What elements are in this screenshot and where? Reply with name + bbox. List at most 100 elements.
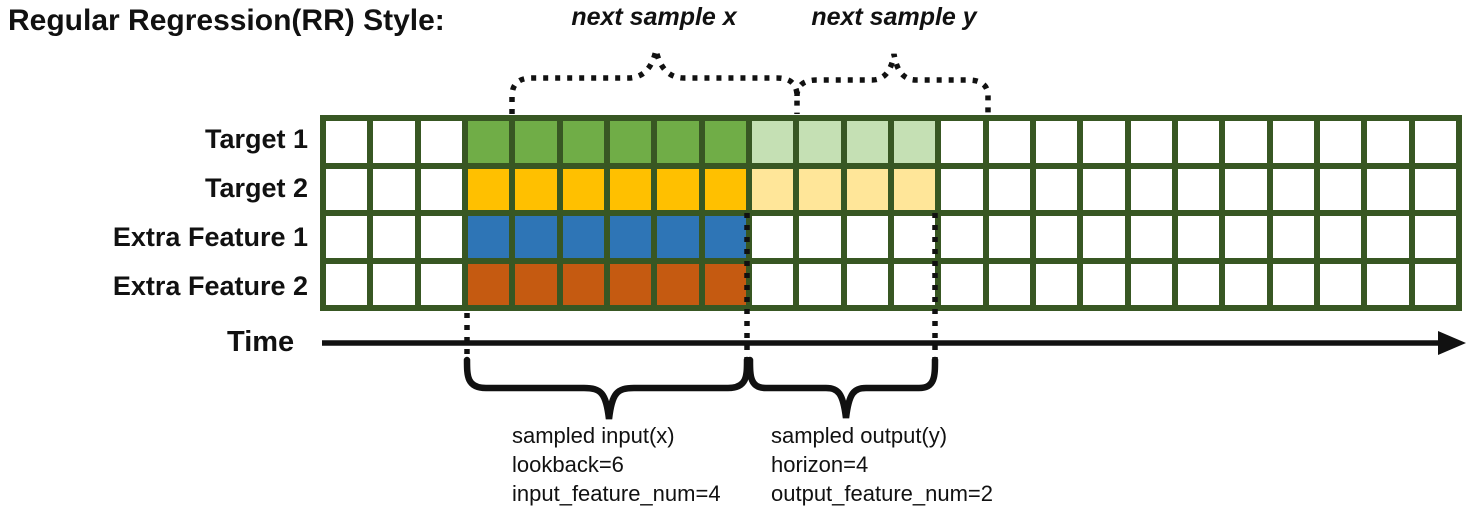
grid-cell [609,263,652,305]
sampled-output-brace [746,356,939,419]
time-label: Time [227,326,295,358]
grid-cell [1367,121,1409,163]
sampled-input-brace [463,356,751,420]
grid-cell [326,216,368,258]
sample-grid [320,115,1462,311]
grid-cell [373,168,415,210]
grid-cell [1035,121,1078,163]
sampled-input-line-2: lookback=6 [512,452,624,477]
grid-cell [799,263,841,305]
grid-cell [751,263,794,305]
grid-cell [373,263,415,305]
grid-cell [799,168,841,210]
grid-cell [515,121,557,163]
grid-cell [1414,168,1456,210]
grid-cell [751,168,794,210]
grid-cell [1272,263,1314,305]
grid-cell [988,263,1030,305]
next-sample-x-brace [509,49,800,114]
sampled-input-text: sampled input(x) lookback=6 input_featur… [512,421,721,508]
grid-cell [1225,121,1267,163]
grid-cell [1272,121,1314,163]
grid-cell [1319,168,1362,210]
grid-cell [420,263,462,305]
grid-cell [799,121,841,163]
grid-cell [1225,168,1267,210]
grid-cell [326,168,368,210]
grid-cell [1035,216,1078,258]
row-label-target-2: Target 2 [204,173,308,203]
grid-cell [846,168,888,210]
grid-cell [1367,216,1409,258]
grid-cell [1083,121,1125,163]
grid-cell [941,168,983,210]
grid-cell [609,216,652,258]
grid-cell [657,263,699,305]
grid-cell [1035,168,1078,210]
grid-cell [609,168,652,210]
grid-cell [751,121,794,163]
grid-cell [1414,263,1456,305]
grid-cell [846,263,888,305]
grid-cell [326,121,368,163]
row-label-target-1: Target 1 [204,124,308,154]
next-sample-x-label: next sample x [571,3,737,31]
grid-cell [657,168,699,210]
grid-cell [515,263,557,305]
grid-cell [1272,168,1314,210]
grid-cell [988,121,1030,163]
grid-cell [893,121,936,163]
next-sample-y-label: next sample y [811,3,977,31]
sampled-output-line-2: horizon=4 [771,452,869,477]
grid-cell [467,121,510,163]
grid-cell [846,216,888,258]
grid-cell [941,263,983,305]
grid-cell [1367,263,1409,305]
grid-cell [941,216,983,258]
grid-cell [799,216,841,258]
time-axis-arrowhead [1438,331,1466,355]
grid-cell [1177,216,1220,258]
grid-cell [467,168,510,210]
grid-cell [1083,263,1125,305]
grid-cell [1177,121,1220,163]
grid-cell [1319,216,1362,258]
grid-cell [1130,263,1172,305]
grid-cell [373,121,415,163]
grid-cell [1319,263,1362,305]
sampled-input-line-3: input_feature_num=4 [512,481,721,506]
grid-cell [751,216,794,258]
grid-cell [1225,263,1267,305]
grid-cell [1130,168,1172,210]
page-title: Regular Regression(RR) Style: [8,4,445,37]
grid-cell [846,121,888,163]
grid-cell [988,216,1030,258]
grid-cell [704,168,746,210]
grid-cell [1177,263,1220,305]
row-label-extra-feature-2: Extra Feature 2 [112,271,308,301]
grid-cell [1319,121,1362,163]
grid-cell [1225,216,1267,258]
grid-cell [893,168,936,210]
grid-cell [467,216,510,258]
grid-cell [1083,168,1125,210]
grid-cell [1177,168,1220,210]
grid-cell [420,216,462,258]
grid-cell [1035,263,1078,305]
grid-cell [1130,216,1172,258]
grid-cell [893,263,936,305]
grid-cell [467,263,510,305]
sampled-output-text: sampled output(y) horizon=4 output_featu… [771,421,993,508]
grid-cell [988,168,1030,210]
grid-cell [326,263,368,305]
grid-cell [420,168,462,210]
sampled-output-line-3: output_feature_num=2 [771,481,994,506]
grid-cell [515,216,557,258]
grid-cell [704,121,746,163]
grid-cell [893,216,936,258]
grid-cell [657,121,699,163]
grid-cell [562,263,604,305]
grid-cell [515,168,557,210]
grid-cell [941,121,983,163]
